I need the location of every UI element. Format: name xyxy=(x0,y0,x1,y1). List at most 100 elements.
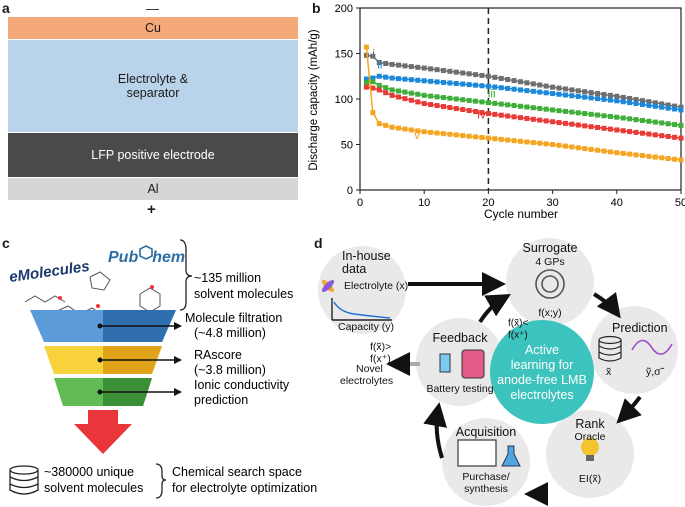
series-point-iii xyxy=(582,111,588,117)
series-point-iv xyxy=(402,96,408,102)
series-point-v xyxy=(518,138,523,144)
series-point-ii xyxy=(601,96,607,102)
lightbulb-icon xyxy=(581,438,599,461)
flask-icon xyxy=(501,445,521,467)
series-point-ii xyxy=(569,93,575,99)
feedback-title: Feedback xyxy=(433,331,489,345)
series-point-iii xyxy=(383,85,389,91)
series-point-iv xyxy=(672,134,678,140)
prediction-title: Prediction xyxy=(612,321,668,335)
series-point-v xyxy=(665,156,671,162)
series-point-iv xyxy=(447,105,453,111)
series-point-iv xyxy=(550,119,556,125)
series-point-v xyxy=(447,131,453,137)
series-point-i xyxy=(562,86,568,92)
series-point-ii xyxy=(428,78,434,84)
y-tick-label: 50 xyxy=(341,140,353,152)
series-point-i xyxy=(447,68,453,74)
series-point-ii xyxy=(646,102,652,108)
series-point-iv xyxy=(383,90,389,96)
x-tick-label: 30 xyxy=(546,197,558,209)
series-point-iv xyxy=(389,92,395,98)
series-point-v xyxy=(607,149,613,155)
series-point-ii xyxy=(396,76,402,82)
ionic-line-2: prediction xyxy=(194,393,248,407)
series-point-iii xyxy=(672,122,678,128)
series-point-iv xyxy=(543,118,549,124)
series-point-v xyxy=(627,151,633,157)
series-point-iv xyxy=(434,103,440,109)
series-point-i xyxy=(582,89,588,95)
series-point-iv xyxy=(569,121,575,127)
series-point-iv xyxy=(524,115,530,121)
series-point-iv xyxy=(492,111,498,117)
space-line-2: for electrolyte optimization xyxy=(172,481,317,495)
series-point-iv xyxy=(415,99,421,105)
cond-alt-2: f(x⁺) xyxy=(508,330,528,341)
database-icon xyxy=(9,465,39,495)
series-point-iii xyxy=(537,105,543,111)
series-point-iv xyxy=(556,120,562,126)
series-point-ii xyxy=(582,94,588,100)
series-point-iv xyxy=(511,114,517,120)
series-point-iv xyxy=(485,111,491,117)
series-point-ii xyxy=(652,103,658,109)
y-tick-label: 100 xyxy=(335,94,353,106)
series-point-v xyxy=(620,150,626,156)
series-point-iii xyxy=(447,95,453,101)
series-point-v xyxy=(659,155,665,161)
acquisition-title: Acquisition xyxy=(456,425,516,439)
series-point-iii xyxy=(492,100,498,106)
series-point-iii xyxy=(659,120,665,126)
series-point-iv xyxy=(633,129,639,135)
series-point-v xyxy=(466,133,472,139)
gps-label: 4 GPs xyxy=(535,256,564,268)
series-point-ii xyxy=(665,105,671,111)
cu-layer: Cu xyxy=(8,17,298,39)
series-point-i xyxy=(524,80,530,86)
series-point-iv xyxy=(460,107,466,113)
chart-xlabel: Cycle number xyxy=(484,207,558,221)
series-point-iii xyxy=(646,118,652,124)
panel-b-label: b xyxy=(312,0,321,16)
series-point-iv xyxy=(440,104,446,110)
series-point-v xyxy=(524,139,530,145)
ionic-line-1: Ionic conductivity xyxy=(194,378,290,392)
series-point-iv xyxy=(505,113,511,119)
inhouse-circle xyxy=(318,246,406,334)
gear-icon xyxy=(535,269,565,299)
al-label: Al xyxy=(147,182,159,196)
series-point-iii xyxy=(556,108,562,114)
series-point-iii xyxy=(530,105,536,111)
series-point-ii xyxy=(389,75,395,81)
fxy-label: f(x;y) xyxy=(538,307,561,319)
series-point-iv xyxy=(479,110,485,116)
series-point-iii xyxy=(575,110,581,116)
series-point-i xyxy=(376,60,382,66)
cond-label-1: f(x̃)> xyxy=(370,341,391,353)
series-point-i xyxy=(396,62,402,68)
series-label-v: v xyxy=(414,128,420,142)
series-point-ii xyxy=(363,76,369,82)
series-point-iii xyxy=(363,80,369,86)
series-point-v xyxy=(543,141,549,147)
series-point-ii xyxy=(595,96,601,102)
series-point-iv xyxy=(421,101,427,107)
series-point-iv xyxy=(537,117,543,123)
series-point-iii xyxy=(415,91,421,97)
ysig-label: ỹ,σ̃ xyxy=(646,366,665,378)
series-point-iii xyxy=(627,116,633,122)
series-point-iv xyxy=(518,115,523,121)
series-point-iii xyxy=(498,101,504,107)
result-line-1: ~380000 unique xyxy=(44,465,134,479)
top-brace xyxy=(179,239,193,311)
series-point-iv xyxy=(376,87,382,93)
series-point-iii xyxy=(460,97,466,103)
x-tick-label: 0 xyxy=(357,197,363,209)
filter-line-2: (~4.8 million) xyxy=(194,326,266,340)
electrolyte-icon xyxy=(321,279,335,293)
series-point-iii xyxy=(665,121,671,127)
battery-icon xyxy=(439,353,451,373)
series-point-ii xyxy=(505,85,511,91)
